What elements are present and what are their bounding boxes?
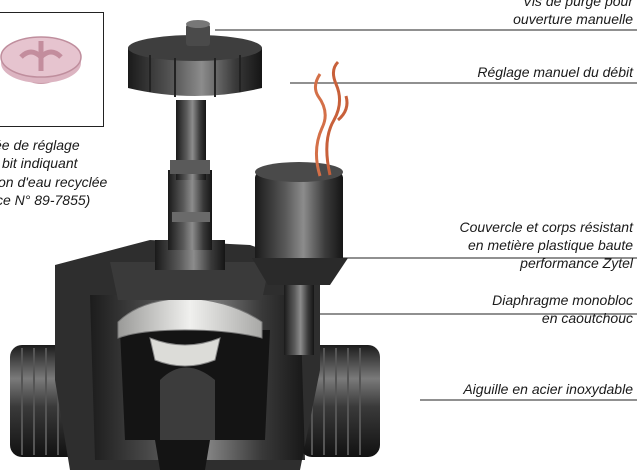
label-cover-line3: performance Zytel: [520, 255, 633, 271]
label-flow-manual: Réglage manuel du débit: [477, 64, 633, 80]
label-diaphragm-line1: Diaphragme monobloc: [492, 292, 633, 308]
label-purge-line1: Vis de purge pour: [522, 0, 633, 9]
inset-caption-line2: bit indiquant: [2, 155, 78, 171]
flow-cap-icon: [0, 36, 82, 84]
inset-caption-line3: on d'eau recyclée: [0, 174, 108, 190]
flow-cap-inset: [0, 12, 104, 127]
label-cover-line2: en metière plastique baute: [468, 237, 633, 253]
inset-caption-line4: ce N° 89-7855): [0, 192, 91, 208]
label-diaphragm-line2: en caoutchouc: [541, 310, 633, 326]
label-cover-line1: Couvercle et corps résistant: [459, 219, 633, 235]
inset-caption-line1: ée de réglage: [0, 137, 80, 153]
label-needle: Aiguille en acier inoxydable: [463, 381, 633, 397]
label-purge-line2: ouverture manuelle: [513, 11, 633, 27]
